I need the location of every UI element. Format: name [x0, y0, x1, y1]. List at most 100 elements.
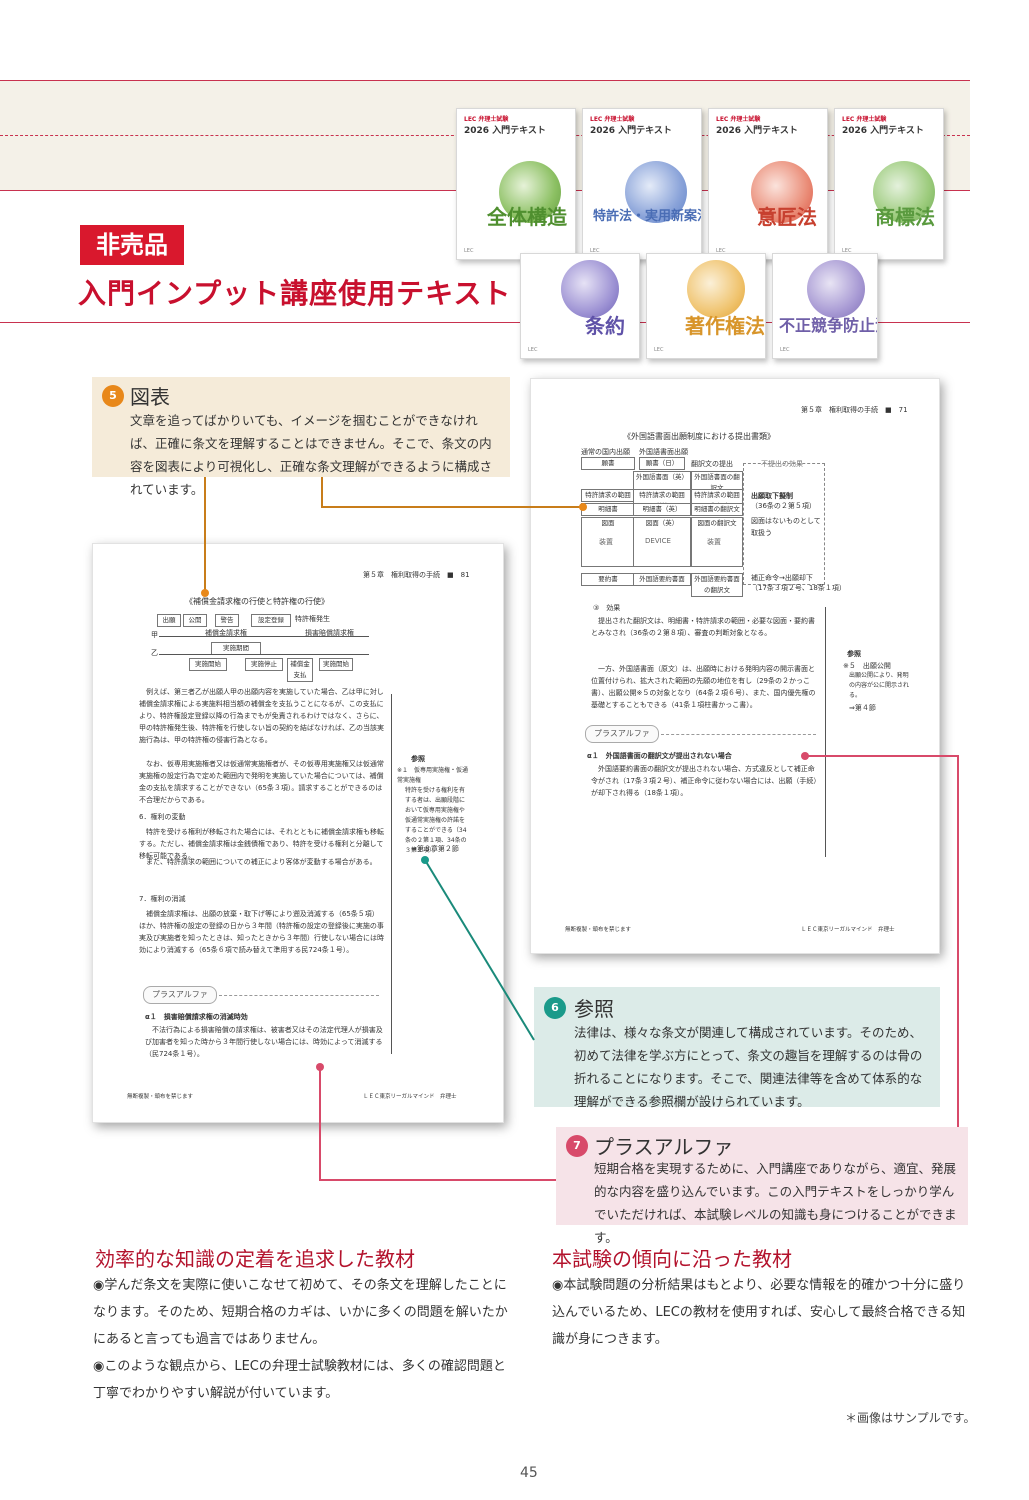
reference-link: ⇒第８章第２節: [411, 845, 459, 853]
reference-body: 出願公開により、発明の内容が公に開示される。: [849, 672, 910, 699]
callout-figures: 5 図表 文章を追ってばかりいても、イメージを掴むことができなければ、正確に条文…: [92, 377, 510, 497]
figure-box: 願書（日）: [639, 457, 685, 470]
figure-box: 実施停止: [245, 658, 283, 671]
section-heading: 6．権利の変動: [139, 813, 186, 821]
effect-label: 図面はないものとして取扱う: [751, 517, 821, 537]
book-cover: LEC 弁理士試験 2026 入門テキスト 意匠法 LEC: [708, 108, 828, 260]
callout-body: 短期合格を実現するために、入門講座でありながら、適宜、発展的な内容を盛り込んでい…: [594, 1161, 957, 1245]
book-footer: LEC: [842, 248, 852, 254]
book-footer: LEC: [464, 248, 474, 254]
connector-dot: [579, 503, 587, 511]
callout-reference: 6 参照 法律は、様々な条文が関連して構成されています。そのため、初めて法律を学…: [534, 987, 940, 1109]
book-footer: LEC: [780, 347, 790, 353]
section-title-right: 本試験の傾向に沿った教材: [552, 1247, 792, 1271]
not-for-sale-badge: 非売品: [80, 225, 184, 265]
effect-label: 補正命令→出願却下: [751, 574, 813, 582]
book-footer: LEC: [716, 248, 726, 254]
alpha-title: α１ 損害賠償請求権の消滅時効: [145, 1013, 248, 1021]
section-left-paragraph: ◉学んだ条文を実際に使いこなせて初めて、その条文を理解したことになります。そのた…: [93, 1278, 508, 1347]
figure-box: 設定登録: [251, 614, 291, 627]
book-cover: LEC 弁理士試験 2026 入門テキスト 全体構造 LEC: [456, 108, 576, 260]
figure-box: 外国語要約書面: [633, 573, 691, 586]
globe-icon: [873, 161, 935, 223]
figure-title: 《外国語書面出願制度における提出書類》: [623, 432, 775, 441]
page-title: 入門インプット講座使用テキスト: [78, 277, 512, 310]
effect-label: （17条３項２号、18条１項）: [751, 584, 846, 592]
book-cover: 条約 LEC: [520, 253, 640, 359]
margin-line: [391, 694, 392, 1054]
book-subject: 不正競争防止法: [779, 316, 877, 335]
book-subject: 商標法: [875, 205, 935, 229]
book-cover: LEC 弁理士試験 2026 入門テキスト 特許法・実用新案法 LEC: [582, 108, 702, 260]
book-subject: 特許法・実用新案法: [593, 209, 702, 224]
connector-line-plus-alpha: [319, 1067, 556, 1181]
globe-icon: [687, 260, 745, 318]
reference-title: 参照: [411, 755, 425, 763]
section-right-paragraph: ◉本試験問題の分析結果はもとより、必要な情報を的確かつ十分に盛り込んでいるため、…: [552, 1278, 966, 1347]
body-paragraph: なお、仮専用実施権者又は仮通常実施権者が、その仮専用実施権又は仮通常実施権の設定…: [139, 760, 384, 804]
globe-icon: [751, 161, 813, 223]
alpha-body: 外国語要約書面の翻訳文が提出されない場合、方式違反として補正命令がされ（17条３…: [591, 765, 817, 797]
callout-number: 6: [544, 997, 566, 1019]
book-subject: 著作権法: [685, 314, 765, 338]
plus-alpha-tag: プラスアルファ: [143, 986, 217, 1004]
page-header: 第５章 権利取得の手続 ■ 81: [363, 571, 470, 579]
book-subject: 意匠法: [757, 205, 817, 229]
figure-label: 補償金請求権: [205, 629, 247, 637]
column-head: 翻訳文の提出: [691, 460, 733, 468]
figure-box: 願書: [581, 457, 635, 470]
book-title: 2026 入門テキスト: [716, 126, 798, 136]
figure-title: 《補償金請求権の行使と特許権の行使》: [185, 597, 329, 606]
figure-box: 公開: [183, 614, 207, 627]
sample-page-left: 第５章 権利取得の手続 ■ 81 《補償金請求権の行使と特許権の行使》 出願 公…: [92, 543, 504, 1123]
connector-line-plus-alpha: [805, 755, 959, 1127]
figure-box: 補償金支払: [287, 658, 313, 682]
book-title: 2026 入門テキスト: [590, 126, 672, 136]
book-title: 2026 入門テキスト: [842, 126, 924, 136]
alpha-title: α１ 外国語書面の翻訳文が提出されない場合: [587, 752, 732, 760]
device-label: 装置: [707, 538, 721, 546]
section-heading: ③ 効果: [593, 604, 621, 612]
book-cover: 著作権法 LEC: [646, 253, 766, 359]
reference-title: 参照: [847, 650, 861, 658]
figure-box: 外国語要約書面の翻訳文: [691, 573, 743, 597]
section-left-paragraph: ◉このような観点から、LECの弁理士試験教材には、多くの確認問題と丁寧でわかりや…: [93, 1359, 506, 1401]
connector-dot: [421, 856, 429, 864]
column-head: 外国語書面出願: [639, 448, 688, 456]
alpha-body: 不法行為による損害賠償の請求権は、被害者又はその法定代理人が損害及び加害者を知っ…: [145, 1026, 383, 1058]
connector-dot: [316, 1063, 324, 1071]
book-title: 2026 入門テキスト: [464, 126, 546, 136]
globe-icon: [807, 260, 865, 318]
figure-label: 損害賠償請求権: [305, 629, 354, 637]
figure-box: 警告: [215, 614, 239, 627]
reference-subtitle: ※５ 出願公開: [843, 662, 891, 670]
connector-line-figures: [321, 477, 583, 508]
book-cover: LEC 弁理士試験 2026 入門テキスト 商標法 LEC: [834, 108, 944, 260]
body-paragraph: 補償金請求権は、出願の放棄・取下げ等により遡及消滅する（65条５項）ほか、特許権…: [139, 910, 384, 954]
globe-icon: [561, 260, 619, 318]
device-label: DEVICE: [645, 537, 671, 545]
connector-dot: [801, 752, 809, 760]
page-header: 第５章 権利取得の手続 ■ 71: [801, 406, 908, 414]
figure-box: 図面の翻訳文: [691, 517, 743, 567]
book-footer: LEC: [654, 347, 664, 353]
callout-title: プラスアルファ: [594, 1135, 734, 1159]
section-title-left: 効率的な知識の定着を追求した教材: [95, 1247, 415, 1271]
body-paragraph: 特許を受ける権利が移転された場合には、それとともに補償金請求権も移転する。ただし…: [139, 828, 384, 860]
callout-body: 法律は、様々な条文が関連して構成されています。そのため、初めて法律を学ぶ方にとっ…: [574, 1025, 923, 1109]
book-brand: LEC 弁理士試験: [842, 116, 887, 123]
callout-title: 参照: [574, 997, 614, 1021]
callout-number: 5: [102, 385, 124, 407]
page-footer-left: 無断複製・頒布を禁じます: [565, 927, 632, 933]
figure-box: 明細書の翻訳文: [691, 503, 743, 516]
globe-icon: [499, 161, 561, 223]
timeline-axis: [159, 654, 369, 655]
reference-subtitle: ※１ 仮専用実施権・仮通常実施権: [397, 767, 469, 784]
body-paragraph: 提出された翻訳文は、明細書・特許請求の範囲・必要な図面・要約書とみなされ（36条…: [591, 617, 815, 637]
margin-line: [825, 607, 826, 857]
figure-label: 甲: [151, 631, 158, 639]
book-subject: 全体構造: [487, 205, 567, 229]
dashed-rule: [661, 734, 816, 735]
figure-box: 特許請求の範囲: [581, 489, 635, 502]
device-label: 装置: [599, 538, 613, 546]
